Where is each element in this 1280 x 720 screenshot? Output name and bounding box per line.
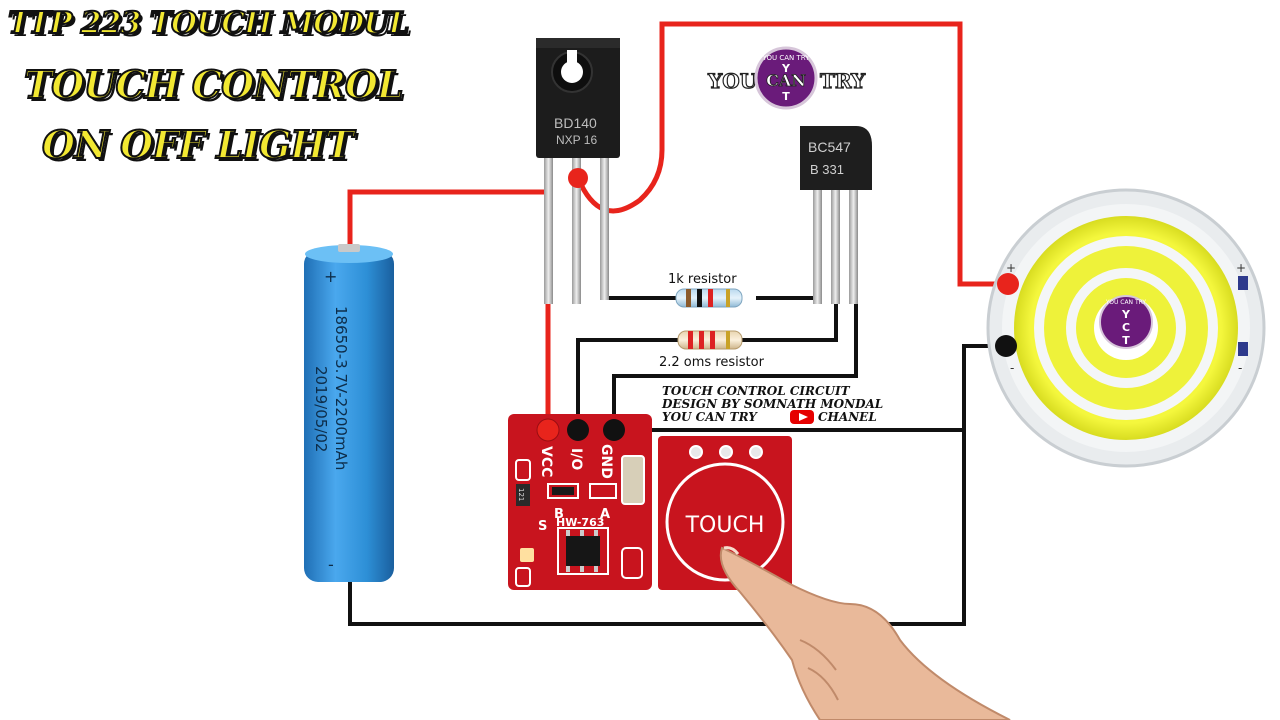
led-logo-t: T [1122, 334, 1130, 347]
module-pin-io-dot [567, 419, 589, 441]
wire-2k2-to-module-io [576, 300, 838, 430]
battery-18650: + - 18650-3.7V-2200mAh 2019/05/02 [304, 244, 394, 582]
credits-line-3: YOU CAN TRY [662, 410, 758, 424]
bd140-junction-dot [568, 168, 588, 188]
battery-capacity-text: 18650-3.7V-2200mAh [332, 306, 350, 470]
logo-letter-t: T [782, 90, 790, 103]
led-logo-y: Y [1121, 308, 1131, 321]
module-pin-gnd: GND [598, 444, 614, 479]
led-minus-right: - [1238, 361, 1242, 375]
led-plus-left: + [1006, 261, 1016, 275]
credits-line-2: DESIGN BY SOMNATH MONDAL [661, 397, 883, 411]
bd140-label-1: BD140 [554, 115, 597, 131]
resistor-2k2: 2.2 oms resistor [659, 330, 765, 370]
led-positive-dot [997, 273, 1019, 295]
credits-chanel: CHANEL [818, 410, 877, 424]
bc547-label-1: BC547 [808, 139, 851, 155]
logo-letter-y: Y [781, 62, 791, 75]
you-can-try-logo: YOU YOU CAN TRY Y CAN T TRY [706, 46, 866, 110]
title-line-2: TOUCH CONTROL [23, 61, 405, 108]
cob-led: YOU CAN TRY Y C T + - + - [986, 188, 1266, 468]
title-line-3: ON OFF LIGHT [41, 121, 354, 168]
wire-battery-negative [348, 430, 966, 626]
resistor-1k: 1k resistor [668, 272, 743, 308]
module-pin-vcc: VCC [538, 446, 554, 477]
resistor-2k2-label: 2.2 oms resistor [659, 355, 765, 370]
module-label-b: B [554, 507, 564, 522]
led-negative-dot [995, 335, 1017, 357]
module-pin-vcc-dot [536, 418, 560, 442]
touch-pad[interactable]: TOUCH [658, 436, 792, 590]
module-label-a: A [600, 507, 610, 522]
wire-gnd-to-led [614, 344, 1006, 432]
resistor-1k-label: 1k resistor [668, 272, 737, 287]
wires [347, 21, 1008, 626]
touch-pad-label: TOUCH [685, 513, 765, 538]
logo-center-main: CAN [766, 71, 806, 90]
battery-minus: - [328, 555, 334, 574]
module-pin-gnd-dot [603, 419, 625, 441]
bc547-transistor: BC547 B 331 [800, 126, 872, 304]
credits: TOUCH CONTROL CIRCUIT DESIGN BY SOMNATH … [661, 384, 883, 424]
battery-date-text: 2019/05/02 [312, 366, 330, 452]
wire-bc547-to-module-gnd [612, 300, 858, 430]
logo-center-top: YOU CAN TRY [762, 54, 811, 62]
logo-right-text: TRY [820, 69, 866, 93]
youtube-icon [790, 410, 814, 424]
module-pin-io: I/O [568, 448, 584, 470]
led-minus-left: - [1010, 361, 1014, 375]
led-logo-c: C [1122, 321, 1130, 334]
bd140-transistor: BD140 NXP 16 [536, 38, 620, 304]
led-logo-top: YOU CAN TRY [1105, 299, 1146, 306]
title-line-1: TTP 223 TOUCH MODUL [7, 5, 411, 42]
bd140-label-2: NXP 16 [556, 133, 597, 147]
module-model: HW-763 [556, 516, 604, 529]
wire-battery-positive [347, 189, 551, 428]
ttp223-module: 121 VCC I/O GND B A S HW-763 [508, 414, 652, 590]
module-label-s: S [538, 519, 547, 534]
wire-led-positive [575, 21, 1008, 287]
logo-left-text: YOU [707, 69, 757, 93]
pointing-hand-icon [719, 546, 1011, 720]
battery-plus: + [324, 267, 337, 286]
bc547-label-2: B 331 [810, 162, 844, 177]
led-plus-right: + [1236, 261, 1246, 275]
smd-code: 121 [517, 488, 525, 501]
credits-line-1: TOUCH CONTROL CIRCUIT [662, 384, 851, 398]
